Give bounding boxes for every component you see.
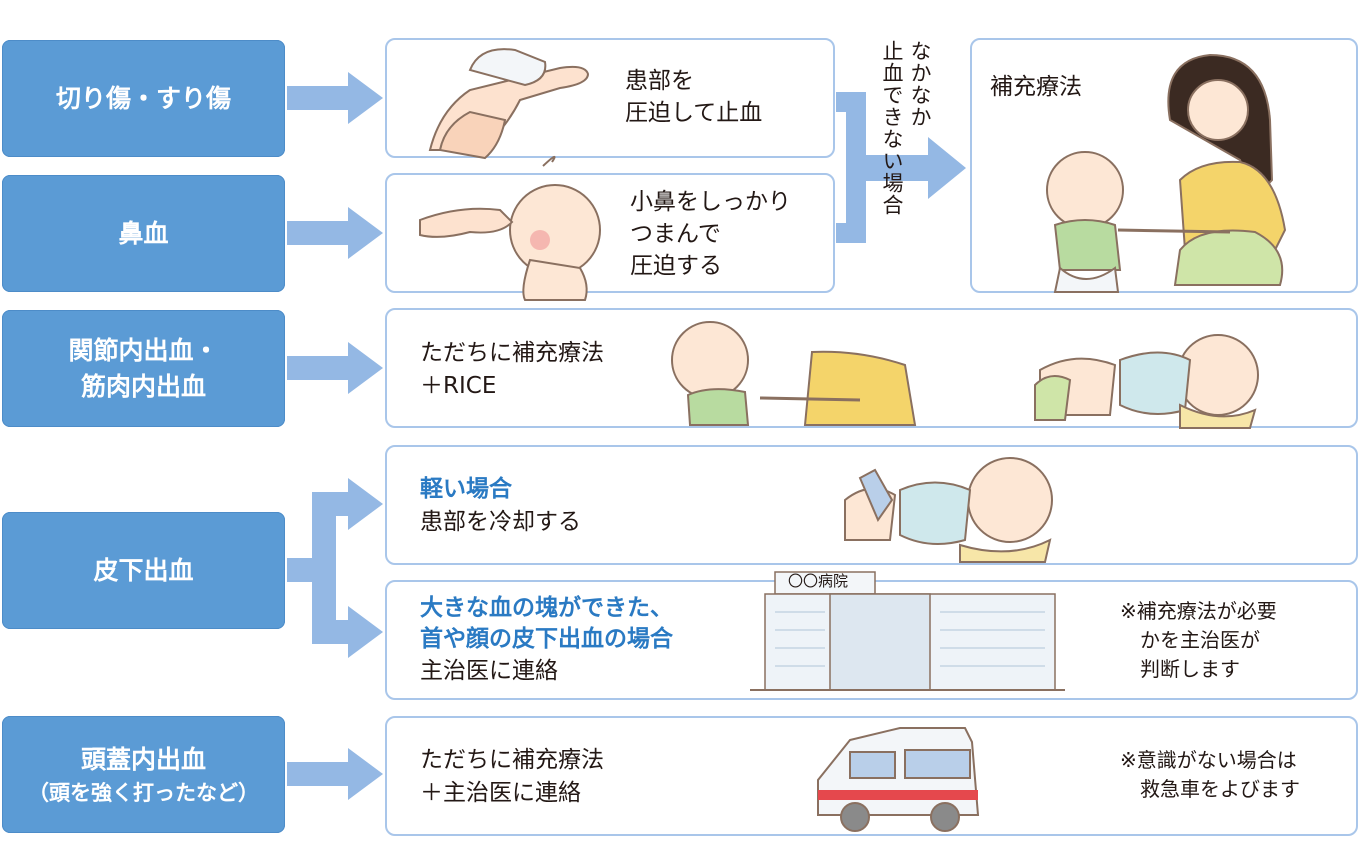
joint-action-line-1: ただちに補充療法: [420, 340, 604, 366]
joint-illustration: [671, 321, 1259, 429]
category-joint-muscle: 関節内出血・ 筋肉内出血: [2, 310, 285, 427]
subq-note-line-1: ※補充療法が必要: [1120, 599, 1277, 623]
severe-case-title-1: 大きな血の塊ができた、: [420, 595, 673, 621]
category-joint-label-1: 関節内出血・: [68, 335, 219, 365]
hard-to-stop-label: なかなか 止血できない場合: [875, 40, 935, 260]
hospital-sign: 〇〇病院: [788, 572, 849, 590]
nose-action-line-2: つまんで: [630, 221, 721, 247]
category-joint-label-2: 筋肉内出血: [80, 371, 206, 401]
cut-illustration: [428, 48, 590, 160]
therapy-box: [970, 38, 1358, 293]
category-intracranial-label-2: （頭を強く打ったなど）: [28, 780, 259, 805]
nose-action-line-1: 小鼻をしっかり: [630, 189, 791, 215]
arrow-subq-branch: [287, 478, 383, 658]
category-intracranial-label-1: 頭蓋内出血: [80, 744, 206, 774]
category-nosebleed-label: 鼻血: [118, 218, 169, 248]
head-note-line-1: ※意識がない場合は: [1120, 748, 1297, 772]
cut-action-line-1: 患部を: [625, 68, 694, 94]
severe-case-text: 主治医に連絡: [420, 658, 558, 684]
head-action-line-1: ただちに補充療法: [420, 747, 604, 773]
hard-to-stop-label-col2: 止血できない場合: [880, 40, 904, 216]
arrow-joint: [287, 342, 383, 394]
category-subcutaneous: 皮下出血: [2, 512, 285, 629]
nose-action-line-3: 圧迫する: [630, 253, 722, 279]
arrow-to-therapy: [836, 92, 966, 243]
head-note-line-2: 救急車をよびます: [1140, 777, 1300, 801]
severe-case-title-2: 首や顔の皮下出血の場合: [420, 626, 673, 652]
flow-arrows: [287, 72, 966, 800]
therapy-illustration: [1046, 53, 1287, 293]
head-action-line-2: ＋主治医に連絡: [420, 780, 581, 806]
cut-action-line-2: 圧迫して止血: [625, 100, 763, 126]
category-intracranial: 頭蓋内出血 （頭を強く打ったなど）: [2, 716, 285, 833]
category-cut-label: 切り傷・すり傷: [55, 83, 231, 113]
arrow-cut: [287, 72, 383, 124]
nose-illustration: [419, 155, 601, 301]
mild-case-title: 軽い場合: [420, 476, 512, 502]
category-cut: 切り傷・すり傷: [2, 40, 285, 157]
ambulance-illustration: [817, 727, 980, 832]
category-nosebleed: 鼻血: [2, 175, 285, 292]
arrow-nose: [287, 207, 383, 259]
hard-to-stop-label-col1: なかなか: [908, 40, 932, 128]
category-subcutaneous-label: 皮下出血: [93, 555, 194, 585]
subq-note-line-2: かを主治医が: [1140, 628, 1260, 652]
subq-note-line-3: 判断します: [1140, 657, 1240, 681]
mild-illustration: [844, 457, 1053, 563]
therapy-label: 補充療法: [990, 74, 1082, 100]
joint-action-line-2: ＋RICE: [420, 373, 497, 399]
hospital-illustration: [750, 571, 1065, 691]
arrow-head: [287, 748, 383, 800]
mild-case-text: 患部を冷却する: [420, 509, 581, 535]
